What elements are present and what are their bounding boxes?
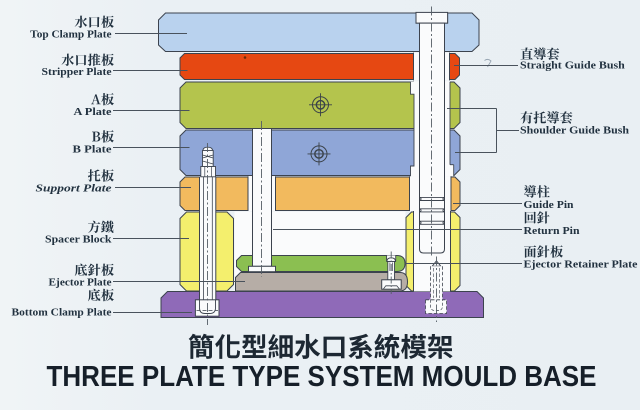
svg-text:A Plate: A Plate <box>74 106 112 118</box>
svg-text:Return Pin: Return Pin <box>524 225 580 237</box>
svg-text:Ejector Plate: Ejector Plate <box>49 277 112 289</box>
svg-text:Guide Pin: Guide Pin <box>524 199 574 211</box>
svg-text:Stripper Plate: Stripper Plate <box>42 66 112 78</box>
svg-text:Support Plate: Support Plate <box>36 182 112 194</box>
svg-text:Ejector Retainer Plate: Ejector Retainer Plate <box>524 259 638 271</box>
svg-text:THREE PLATE TYPE SYSTEM MOULD: THREE PLATE TYPE SYSTEM MOULD BASE <box>47 361 597 393</box>
svg-text:Straight Guide Bush: Straight Guide Bush <box>520 60 625 72</box>
svg-text:Bottom Clamp Plate: Bottom Clamp Plate <box>12 307 112 319</box>
svg-text:Top Clamp Plate: Top Clamp Plate <box>30 29 111 41</box>
svg-text:B Plate: B Plate <box>73 143 112 155</box>
svg-text:Spacer Block: Spacer Block <box>45 234 112 246</box>
svg-text:Shoulder Guide Bush: Shoulder Guide Bush <box>520 125 629 137</box>
